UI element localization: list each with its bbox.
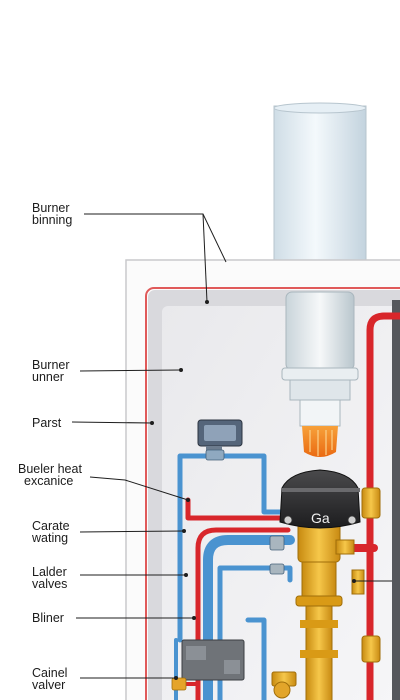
label-burner-unner: Burner unner — [32, 358, 70, 384]
label-burner-unner-line-1: Burner — [32, 358, 70, 372]
label-lalder-valves: Lalder valves — [32, 565, 68, 591]
label-bliner: Bliner — [32, 611, 64, 625]
label-parst-line-1: Parst — [32, 416, 62, 430]
label-parst: Parst — [32, 416, 62, 430]
pipe-fittings — [171, 449, 285, 691]
gas-control-unit — [279, 469, 361, 529]
label-bueler-heat-excanice: Bueler heat excanice — [18, 462, 82, 488]
label-cainel-valver-line-2: valver — [32, 678, 66, 692]
cold-water-pipes — [174, 453, 295, 700]
leader-carate-wating — [79, 530, 185, 533]
label-bueler-heat-excanice-line-2: excanice — [24, 474, 74, 488]
label-cainel-valver-line-1: Cainel — [32, 666, 68, 680]
burner-assembly — [281, 291, 359, 457]
label-bueler-heat-excanice-line-1: Bueler heat — [18, 462, 82, 476]
label-carate-wating-line-1: Carate — [32, 519, 70, 533]
hot-water-pipes — [176, 312, 400, 700]
label-lalder-valves-line-1: Lalder — [32, 565, 67, 579]
flue-pipe — [273, 102, 367, 263]
leader-burner-binning-2 — [202, 213, 208, 303]
label-burner-binning-line-2: binning — [32, 213, 73, 227]
label-lalder-valves-line-2: valves — [32, 577, 68, 591]
label-bliner-line-1: Bliner — [32, 611, 64, 625]
leader-bueler-heat-excanice — [89, 476, 189, 501]
label-burner-binning-line-1: Burner — [32, 201, 70, 215]
label-carate-wating: Carate wating — [32, 519, 70, 545]
label-burner-unner-line-2: unner — [32, 370, 64, 384]
label-cainel-valver: Cainel valver — [32, 666, 68, 692]
leader-burner-unner — [79, 369, 182, 372]
label-burner-binning: Burner binning — [32, 201, 73, 227]
leader-lines — [71, 213, 392, 679]
gas-valve-label: Ga — [311, 510, 330, 526]
label-carate-wating-line-2: wating — [32, 531, 69, 545]
leader-dots — [150, 300, 356, 680]
leader-parst — [71, 421, 153, 424]
